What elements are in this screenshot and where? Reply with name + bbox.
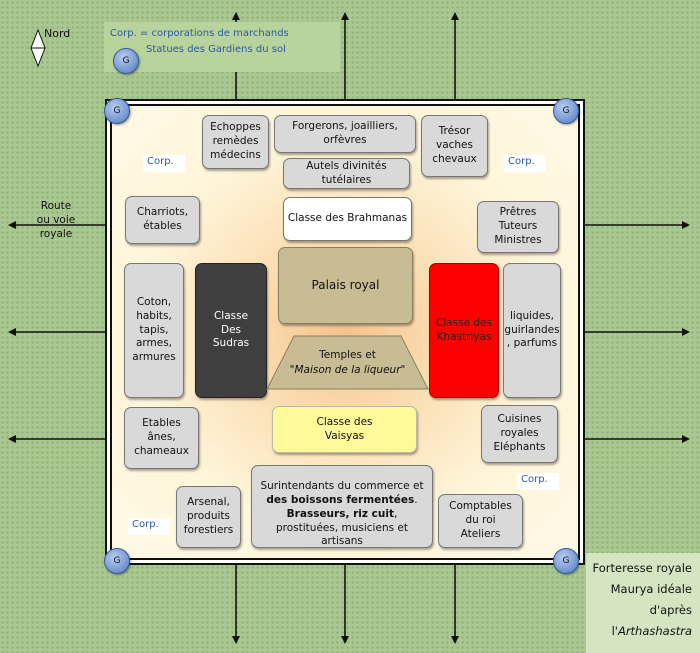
- compass-label: Nord: [44, 27, 71, 40]
- box-sudras: Classe Des Sudras: [195, 263, 267, 398]
- corp-label-se: Corp.: [517, 473, 559, 490]
- surintendants-text-3: , prostituées, musiciens et artisans: [276, 507, 408, 548]
- legend-guardian-badge: G: [113, 48, 139, 74]
- caption-line-4: l'Arthashastra: [572, 624, 692, 638]
- legend-corp-text: Corp. = corporations de marchands: [110, 28, 289, 39]
- surintendants-text-1: Surintendants du commerce et: [260, 480, 424, 492]
- caption-panel: [586, 553, 700, 653]
- guardian-badge-sw: G: [104, 548, 130, 574]
- caption-line-1: Forteresse royale: [592, 561, 692, 575]
- surintendants-text-2: .: [414, 493, 418, 506]
- box-forgerons: Forgerons, joailliers, orfèvres: [274, 115, 416, 153]
- guardian-badge-nw: G: [104, 98, 130, 124]
- road-label: Route ou voie royale: [36, 200, 76, 241]
- box-autels: Autels divinités tutélaires: [283, 158, 410, 189]
- box-brahmanas: Classe des Brahmanas: [283, 197, 412, 241]
- box-etables: Etables ânes, chameaux: [124, 407, 199, 469]
- temples-label: Temples et: [319, 349, 376, 361]
- corp-label-nw: Corp.: [143, 155, 185, 172]
- box-coton: Coton, habits, tapis, armes, armures: [124, 263, 184, 398]
- box-comptables: Comptables du roi Ateliers: [438, 494, 523, 548]
- caption-prefix: l': [611, 624, 618, 638]
- box-arsenal: Arsenal, produits forestiers: [176, 486, 241, 548]
- legend-guardian-text: Statues des Gardiens du sol: [146, 44, 286, 55]
- box-cuisines: Cuisines royales Eléphants: [481, 405, 558, 463]
- box-charriots: Charriots, étables: [125, 196, 200, 244]
- box-vaisyas: Classe des Vaisyas: [272, 406, 417, 453]
- caption-line-3: d'après: [649, 603, 692, 617]
- temples-trapezoid-shape: [266, 335, 429, 390]
- box-temples: Temples et "Maison de la liqueur": [266, 335, 429, 390]
- legend-box: Corp. = corporations de marchands Statue…: [104, 22, 340, 72]
- north-arrow-icon: [30, 28, 46, 68]
- surintendants-bold-1: des boissons fermentées: [266, 493, 415, 506]
- guardian-badge-ne: G: [553, 98, 579, 124]
- caption-arthashastra: Arthashastra: [617, 624, 692, 638]
- guardian-badge-se: G: [553, 548, 579, 574]
- caption-line-2: Maurya idéale: [610, 582, 692, 596]
- box-khastriyas: Classe des Khastriyas: [429, 263, 499, 398]
- box-palais-royal: Palais royal: [278, 247, 413, 324]
- corp-label-sw: Corp.: [128, 518, 170, 535]
- corp-label-ne: Corp.: [504, 155, 546, 172]
- box-tresor: Trésor vaches chevaux: [421, 115, 488, 177]
- box-echoppes: Echoppes remèdes médecins: [202, 115, 269, 169]
- maison-liqueur-label: "Maison de la liqueur": [289, 363, 406, 376]
- box-pretres: Prêtres Tuteurs Ministres: [477, 201, 559, 253]
- box-surintendants: Surintendants du commerce et des boisson…: [251, 465, 433, 548]
- box-liquides: liquides, guirlandes , parfums: [503, 263, 561, 398]
- surintendants-bold-2: Brasseurs, riz cuit: [286, 507, 394, 520]
